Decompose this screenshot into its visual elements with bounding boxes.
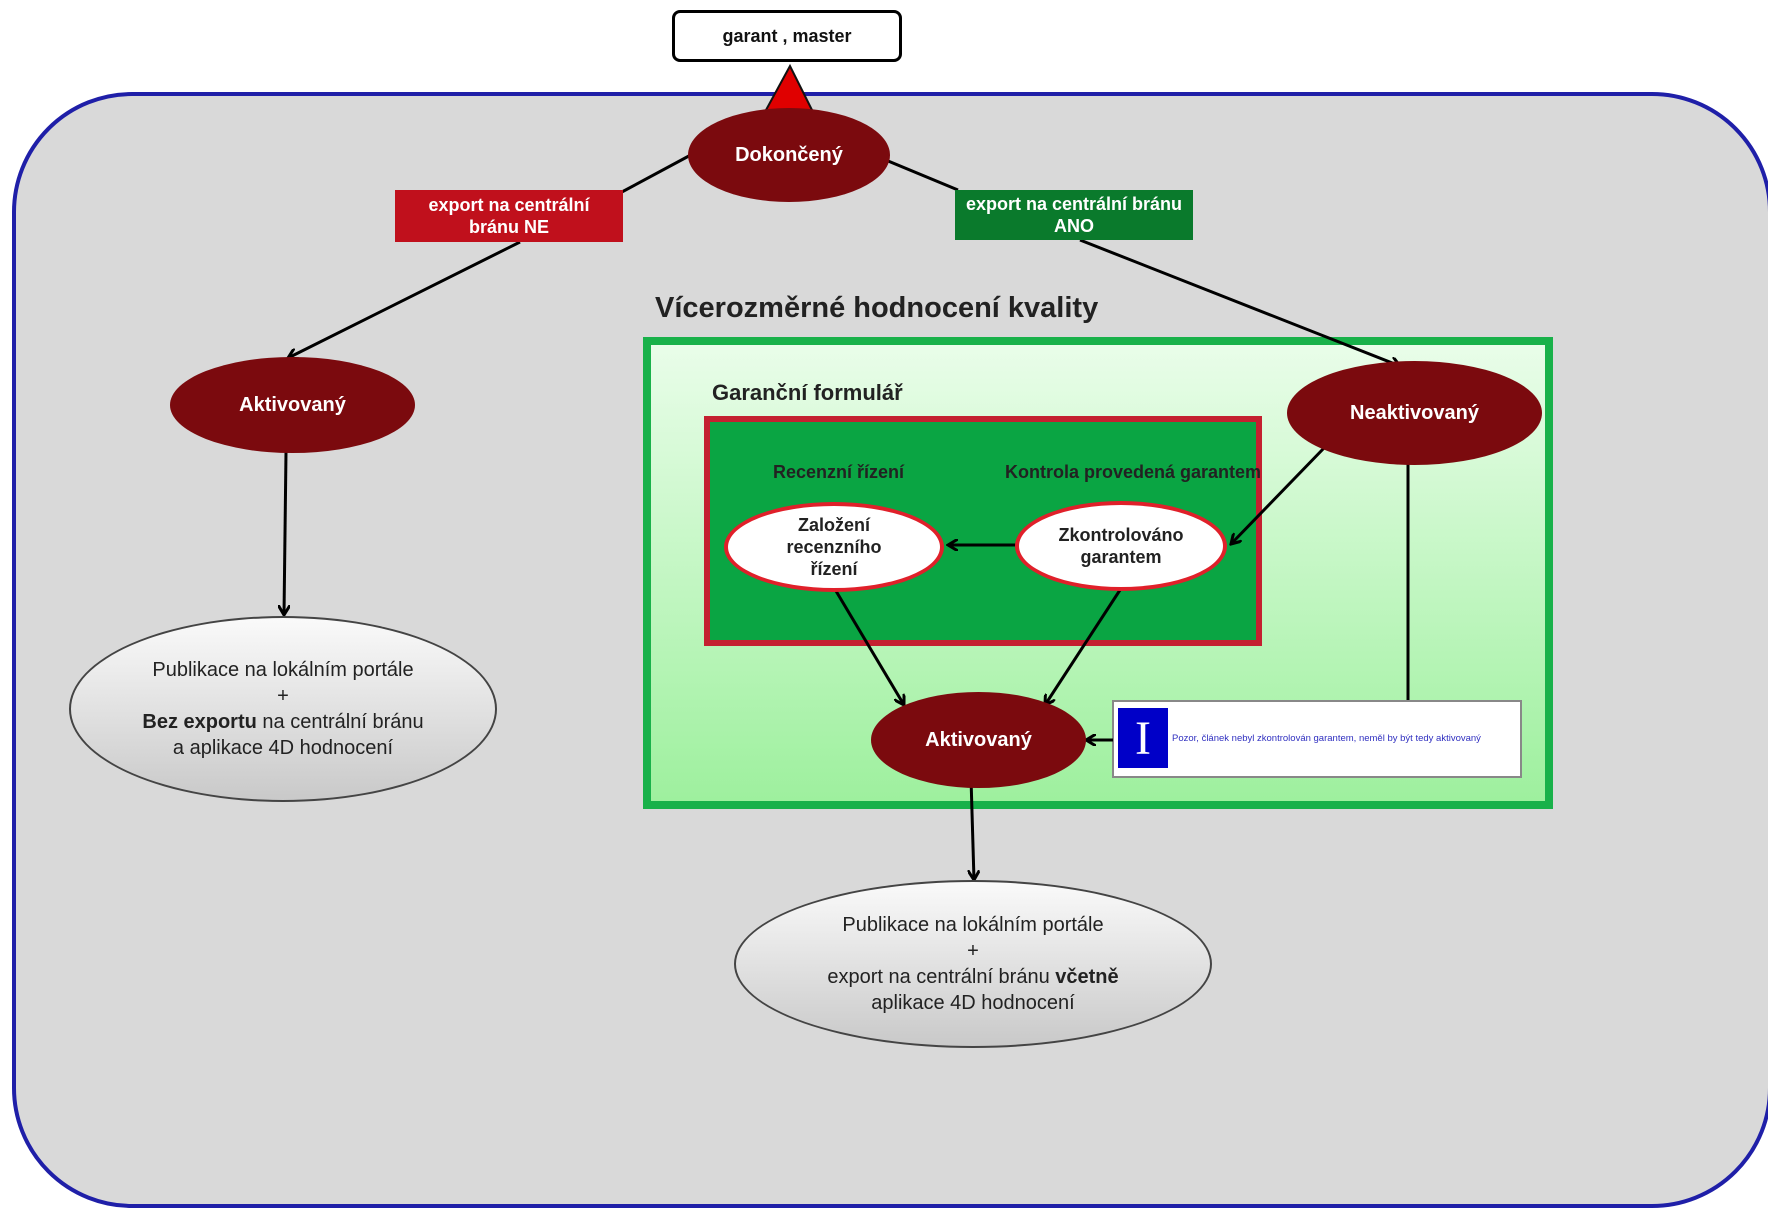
edge-zkontrolovano-aktivovany xyxy=(1045,589,1122,705)
export-no-tag: export na centrální bránu NE xyxy=(395,190,623,242)
node-zalozeni-label: Založení recenzního řízení xyxy=(786,515,882,579)
warning-box xyxy=(1112,700,1522,778)
edge-neaktivovany-zkontrolovano xyxy=(1231,445,1327,544)
outcome-left-line1: Publikace na lokálním portále xyxy=(152,659,414,681)
export-yes-label: export na centrální bránu ANO xyxy=(965,194,1183,236)
edge-aktivovany-publikace-right xyxy=(971,777,974,880)
section-title: Vícerozměrné hodnocení kvality xyxy=(655,292,1099,324)
edge-ne-aktivovany xyxy=(288,240,521,358)
outcome-right-bold: včetně xyxy=(1055,966,1119,988)
outcome-right-pre: export na centrální bránu xyxy=(827,966,1056,988)
outcome-left: Publikace na lokálním portále + Bez expo… xyxy=(69,616,497,802)
outcome-left-plus: + xyxy=(277,685,289,707)
role-label: garant , master xyxy=(722,25,852,46)
info-icon: I xyxy=(1118,708,1168,768)
export-no-label: export na centrální bránu NE xyxy=(428,195,590,237)
guarantor-column-label: Kontrola provedená garantem xyxy=(1005,462,1262,482)
form-title: Garanční formulář xyxy=(712,380,903,405)
edge-dokonceny-ne xyxy=(619,148,701,195)
edge-aktivovany-publikace xyxy=(284,451,286,615)
edge-zalozeni-aktivovany xyxy=(834,590,904,705)
outcome-right-line1: Publikace na lokálním portále xyxy=(842,914,1104,936)
node-aktivovany-left: Aktivovaný xyxy=(170,357,415,453)
outcome-right-plus: + xyxy=(967,940,979,962)
edge-dokonceny-ano xyxy=(875,154,959,192)
node-dokonceny: Dokončený xyxy=(688,108,890,202)
review-column-label: Recenzní řízení xyxy=(773,462,905,482)
outcome-right-rest: aplikace 4D hodnocení xyxy=(871,992,1075,1014)
node-aktivovany-right-label: Aktivovaný xyxy=(925,728,1032,751)
role-pointer-icon xyxy=(764,63,814,111)
edge-ano-neaktivovany xyxy=(1079,238,1400,366)
node-zkontrolovano: Zkontrolováno garantem xyxy=(1015,501,1227,591)
node-zkontrolovano-label: Zkontrolováno garantem xyxy=(1058,525,1184,567)
warning-text: Pozor, článek nebyl zkontrolován garante… xyxy=(1172,733,1481,744)
outcome-right: Publikace na lokálním portále + export n… xyxy=(734,880,1212,1048)
node-zalozeni: Založení recenzního řízení xyxy=(724,502,944,592)
export-yes-tag: export na centrální bránu ANO xyxy=(955,190,1193,240)
role-box: garant , master xyxy=(672,10,902,62)
node-neaktivovany: Neaktivovaný xyxy=(1287,361,1542,465)
outcome-left-rest: na centrální bránu a aplikace 4D hodnoce… xyxy=(172,711,424,759)
node-aktivovany-left-label: Aktivovaný xyxy=(239,393,346,416)
node-aktivovany-right: Aktivovaný xyxy=(871,692,1086,788)
outcome-left-bold: Bez exportu xyxy=(142,711,257,733)
node-neaktivovany-label: Neaktivovaný xyxy=(1350,401,1479,424)
node-dokonceny-label: Dokončený xyxy=(735,143,843,166)
